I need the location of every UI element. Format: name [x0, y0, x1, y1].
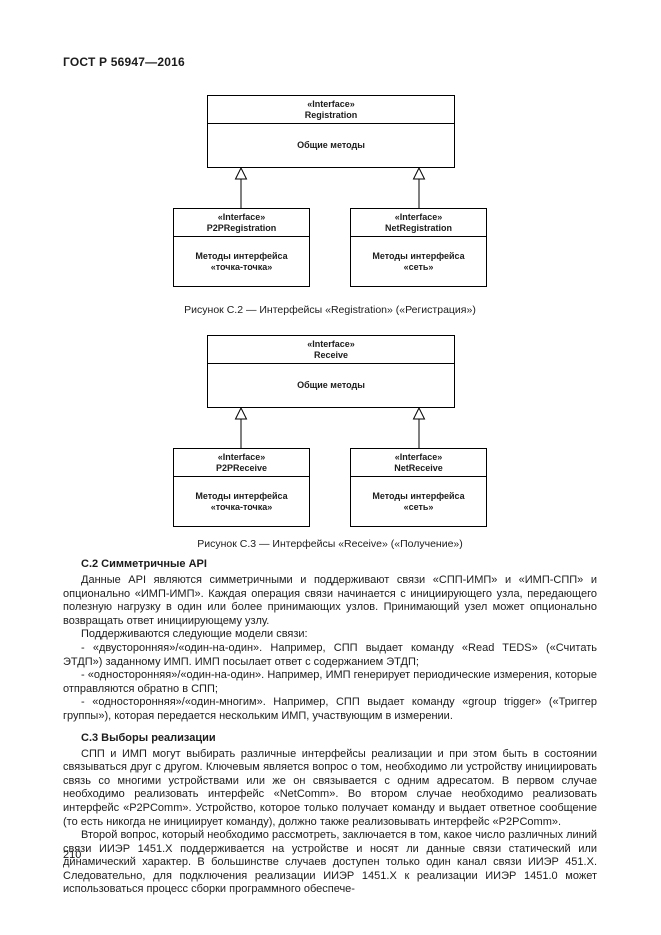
paragraph: СПП и ИМП могут выбирать различные интер… [63, 747, 597, 828]
uml-methods-compartment: Общие методы [208, 364, 454, 407]
uml-stereotype: «Interface» [394, 211, 443, 222]
uml-class-name: Registration [304, 109, 358, 120]
uml-class-name: NetRegistration [384, 222, 452, 233]
uml-title-compartment: «Interface» P2PRegistration [174, 209, 309, 237]
uml-methods-compartment: Общие методы [208, 124, 454, 167]
uml-diagram-receive: «Interface» Receive Общие методы «Interf… [63, 335, 597, 527]
uml-class-name: P2PRegistration [206, 222, 277, 233]
uml-methods-text: Методы интерфейса [195, 490, 288, 501]
uml-stereotype: «Interface» [307, 98, 355, 109]
uml-methods-compartment: Методы интерфейса «сеть» [351, 477, 486, 526]
uml-methods-compartment: Методы интерфейса «сеть» [351, 237, 486, 286]
paragraph: Данные API являются симметричными и подд… [63, 574, 597, 627]
uml-methods-compartment: Методы интерфейса «точка-точка» [174, 237, 309, 286]
document-body: С.2 Симметричные API Данные API являются… [63, 557, 597, 897]
page-number: 210 [63, 849, 82, 861]
uml-stereotype: «Interface» [217, 451, 266, 462]
uml-class-netreceive: «Interface» NetReceive Методы интерфейса… [350, 448, 487, 527]
generalization-arrow-icon [412, 406, 426, 448]
uml-stereotype: «Interface» [217, 211, 266, 222]
uml-methods-text: Методы интерфейса [372, 490, 465, 501]
uml-methods-text: Методы интерфейса [372, 250, 465, 261]
uml-class-p2pregistration: «Interface» P2PRegistration Методы интер… [173, 208, 310, 287]
paragraph: Второй вопрос, который необходимо рассмо… [63, 829, 597, 896]
generalization-arrow-icon [234, 166, 248, 208]
uml-class-p2preceive: «Interface» P2PReceive Методы интерфейса… [173, 448, 310, 527]
figure-caption-c3: Рисунок С.3 — Интерфейсы «Receive» («Пол… [197, 538, 463, 550]
uml-methods-compartment: Методы интерфейса «точка-точка» [174, 477, 309, 526]
section-heading-c3: С.3 Выборы реализации [81, 731, 216, 744]
uml-methods-text: «сеть» [403, 501, 434, 512]
uml-methods-text: Общие методы [297, 140, 365, 150]
paragraph: Поддерживаются следующие модели связи: [81, 628, 308, 641]
uml-diagram-registration: «Interface» Registration Общие методы «I… [63, 95, 597, 287]
uml-title-compartment: «Interface» NetRegistration [351, 209, 486, 237]
uml-class-name: P2PReceive [215, 462, 268, 473]
document-header: ГОСТ Р 56947—2016 [63, 55, 185, 69]
uml-stereotype: «Interface» [307, 338, 355, 349]
uml-class-netregistration: «Interface» NetRegistration Методы интер… [350, 208, 487, 287]
uml-title-compartment: «Interface» Receive [208, 336, 454, 364]
uml-class-name: Receive [313, 349, 349, 360]
generalization-arrows [234, 166, 426, 208]
figure-caption-c2: Рисунок С.2 — Интерфейсы «Registration» … [184, 304, 476, 316]
uml-title-compartment: «Interface» NetReceive [351, 449, 486, 477]
generalization-arrow-icon [412, 166, 426, 208]
uml-methods-text: «точка-точка» [210, 261, 273, 272]
uml-class-name: NetReceive [394, 462, 443, 473]
list-item: - «односторонняя»/«один-многим». Наприме… [63, 696, 597, 722]
uml-methods-text: «сеть» [403, 261, 434, 272]
uml-class-receive: «Interface» Receive Общие методы [207, 335, 455, 408]
generalization-arrows [234, 406, 426, 448]
list-item: - «двусторонняя»/«один-на-один». Наприме… [63, 641, 597, 668]
uml-methods-text: «точка-точка» [210, 501, 273, 512]
uml-stereotype: «Interface» [394, 451, 443, 462]
generalization-arrow-icon [234, 406, 248, 448]
uml-title-compartment: «Interface» Registration [208, 96, 454, 124]
list-item: - «односторонняя»/«один-на-один». Наприм… [63, 669, 597, 695]
uml-methods-text: Общие методы [297, 380, 365, 390]
uml-class-registration: «Interface» Registration Общие методы [207, 95, 455, 168]
uml-methods-text: Методы интерфейса [195, 250, 288, 261]
section-heading-c2: С.2 Симметричные API [81, 558, 207, 570]
uml-title-compartment: «Interface» P2PReceive [174, 449, 309, 477]
